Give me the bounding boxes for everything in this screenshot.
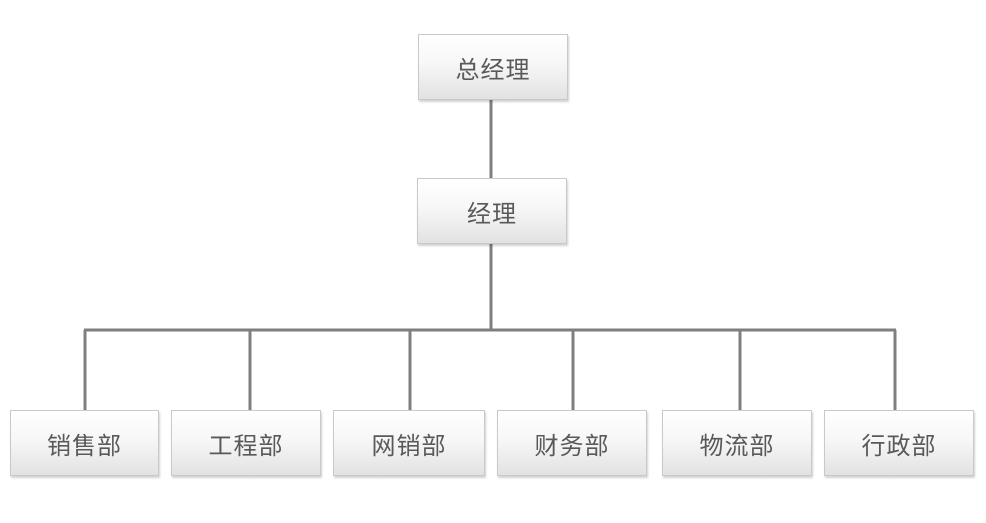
node-label: 网销部 bbox=[371, 431, 447, 460]
node-label: 物流部 bbox=[699, 431, 775, 460]
node-dept-administration: 行政部 bbox=[824, 410, 974, 476]
node-label: 行政部 bbox=[861, 431, 937, 460]
node-label: 经理 bbox=[467, 199, 517, 228]
node-label: 工程部 bbox=[208, 431, 284, 460]
node-dept-finance: 财务部 bbox=[497, 410, 647, 476]
node-dept-logistics: 物流部 bbox=[662, 410, 812, 476]
node-general-manager: 总经理 bbox=[418, 34, 568, 100]
node-dept-sales: 销售部 bbox=[10, 410, 159, 476]
node-dept-online-sales: 网销部 bbox=[333, 410, 485, 476]
node-label: 总经理 bbox=[455, 55, 531, 84]
node-manager: 经理 bbox=[417, 178, 567, 244]
node-label: 财务部 bbox=[534, 431, 610, 460]
node-dept-engineering: 工程部 bbox=[171, 410, 321, 476]
node-label: 销售部 bbox=[47, 431, 122, 460]
